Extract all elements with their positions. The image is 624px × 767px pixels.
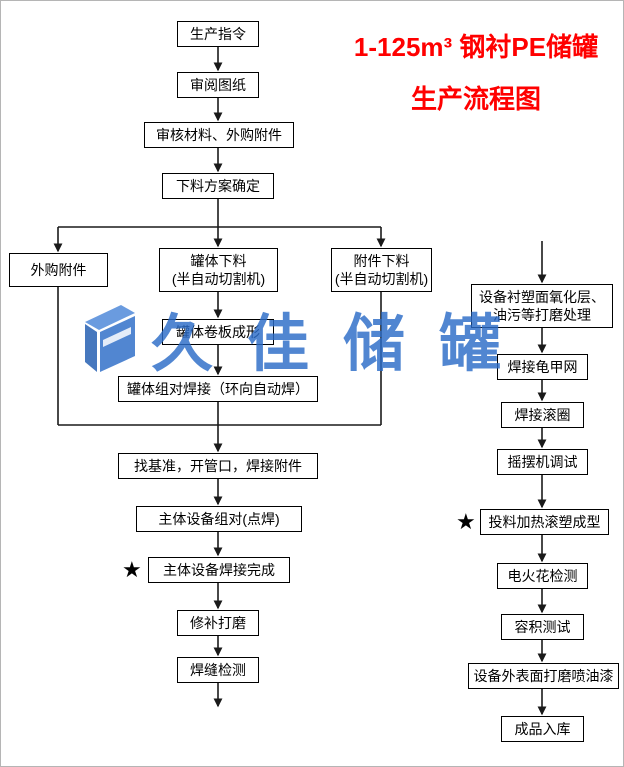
- star-icon: ★: [456, 509, 476, 534]
- node-weld-tortoise-mesh: 焊接龟甲网: [497, 354, 588, 380]
- node-main-weld-done: 主体设备焊接完成: [148, 557, 290, 583]
- node-cutting-plan: 下料方案确定: [162, 173, 274, 199]
- node-tank-cutting: 罐体下料 (半自动切割机): [159, 248, 278, 292]
- node-tank-group-weld: 罐体组对焊接（环向自动焊）: [118, 376, 318, 402]
- node-weld-rolling-ring: 焊接滚圈: [501, 402, 584, 428]
- node-main-assembly: 主体设备组对(点焊): [136, 506, 302, 532]
- node-surface-treatment: 设备衬塑面氧化层、 油污等打磨处理: [471, 284, 613, 328]
- node-volume-test: 容积测试: [501, 614, 584, 640]
- star-icon: ★: [122, 557, 142, 582]
- node-finished-storage: 成品入库: [501, 716, 584, 742]
- node-exterior-grinding-paint: 设备外表面打磨喷油漆: [468, 663, 619, 689]
- node-weld-inspection: 焊缝检测: [177, 657, 259, 683]
- node-review-drawings: 审阅图纸: [177, 72, 259, 98]
- node-purchased-parts: 外购附件: [9, 253, 108, 287]
- node-accessory-cutting: 附件下料 (半自动切割机): [331, 248, 432, 292]
- node-spark-test: 电火花检测: [497, 563, 588, 589]
- node-datum-nozzle-weld: 找基准，开管口，焊接附件: [118, 453, 318, 479]
- node-review-materials: 审核材料、外购附件: [144, 122, 294, 148]
- page-title: 1-125m³ 钢衬PE储罐 生产流程图: [337, 31, 615, 115]
- title-line1: 1-125m³ 钢衬PE储罐: [353, 32, 599, 62]
- node-rocking-machine-test: 摇摆机调试: [497, 449, 588, 475]
- node-production-order: 生产指令: [177, 21, 259, 47]
- title-line2: 生产流程图: [410, 84, 541, 114]
- node-repair-grinding: 修补打磨: [177, 610, 259, 636]
- node-rotomolding: 投料加热滚塑成型: [480, 509, 609, 535]
- node-plate-rolling: 罐体卷板成形: [162, 319, 274, 345]
